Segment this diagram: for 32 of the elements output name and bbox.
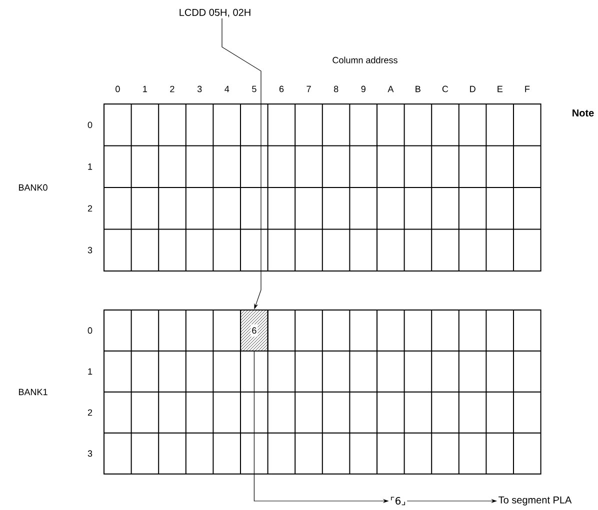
column-number: 9 <box>361 86 366 92</box>
column-number: B <box>416 86 420 92</box>
row-number: 2 <box>88 409 92 416</box>
bank-label: BANK0 <box>18 184 48 191</box>
column-number: 5 <box>252 86 256 92</box>
column-number: E <box>498 86 503 92</box>
column-number: 6 <box>279 86 284 92</box>
column-number: 8 <box>334 86 338 92</box>
row-number: 2 <box>88 205 92 212</box>
text-label: LCDD 05H, 02H <box>180 8 250 18</box>
column-number: 7 <box>306 86 311 92</box>
text-label: ⌜6⌟ <box>391 496 405 506</box>
bank-label: BANK1 <box>18 388 48 396</box>
column-number: 2 <box>170 86 174 92</box>
hatched-cell: 6 <box>240 310 268 352</box>
column-number: 4 <box>224 86 230 92</box>
row-number: 1 <box>88 368 92 375</box>
column-number: 1 <box>143 86 147 92</box>
column-number: 3 <box>197 86 202 92</box>
axis-title: Column address <box>332 56 398 64</box>
column-number: F <box>525 86 530 92</box>
row-number: 1 <box>88 164 92 170</box>
column-heading: Note <box>572 110 594 116</box>
column-number: 0 <box>116 86 120 92</box>
text-label: To segment PLA <box>498 496 572 506</box>
row-number: 0 <box>88 327 92 334</box>
column-number: D <box>470 86 476 92</box>
column-number: A <box>388 86 394 92</box>
row-number: 3 <box>88 246 92 254</box>
column-number: C <box>442 86 448 92</box>
row-number: 0 <box>88 122 92 128</box>
row-number: 3 <box>88 450 92 457</box>
